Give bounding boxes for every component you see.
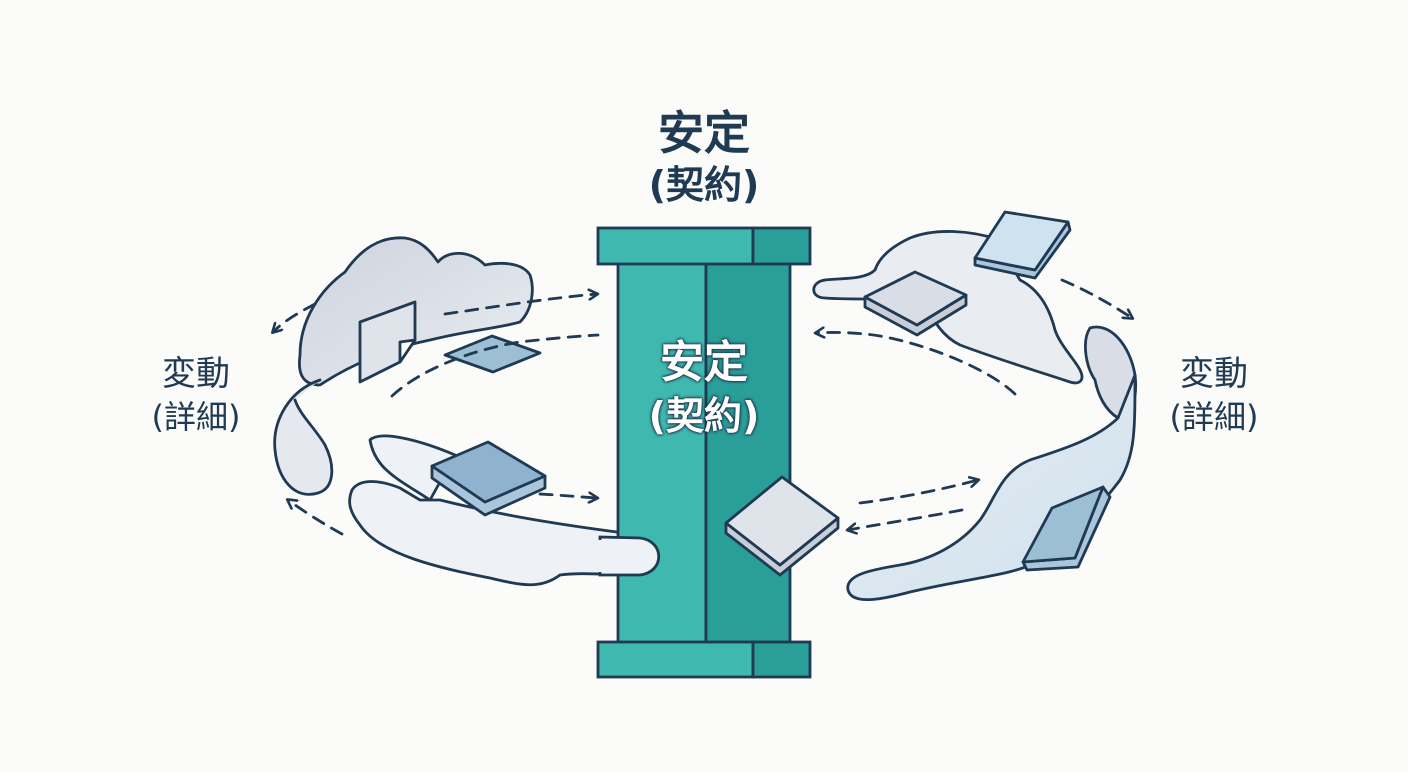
arrow-to-pillar-lower bbox=[538, 494, 597, 498]
right-top-tile-top bbox=[973, 210, 1070, 272]
pillar-base-left bbox=[596, 640, 755, 679]
right-lower-ribbon bbox=[846, 373, 1137, 602]
left-variable-subtitle: (詳細) bbox=[151, 398, 241, 436]
arrow-to-pillar-right-upper bbox=[816, 332, 1017, 396]
left-flow-tip bbox=[598, 535, 661, 577]
left-variable-title: 変動 bbox=[162, 354, 230, 394]
left-dashed-arrows bbox=[273, 294, 600, 536]
pillar-shaft-right bbox=[704, 260, 792, 646]
stable-title: 安定 bbox=[658, 106, 750, 160]
pillar-title: 安定 bbox=[660, 337, 748, 388]
dashed-arc-left bbox=[390, 333, 600, 398]
arrow-to-pillar-upper bbox=[443, 294, 597, 316]
note-fold bbox=[398, 338, 417, 364]
pillar-shaft-left bbox=[616, 260, 708, 646]
pillar-subtitle: (契約) bbox=[648, 394, 760, 438]
arrow-right-upper-out bbox=[1060, 278, 1132, 318]
arrow-left-lower-out bbox=[288, 500, 344, 536]
left-3d-tile-top bbox=[430, 440, 547, 504]
pillar-base-right bbox=[751, 640, 812, 679]
right-flowing-ribbon bbox=[812, 210, 1138, 602]
flat-diamond-tile bbox=[443, 334, 542, 374]
right-variable-title: 変動 bbox=[1180, 354, 1248, 394]
stable-subtitle: (契約) bbox=[648, 163, 760, 207]
arrow-to-pillar-right-lower bbox=[848, 508, 964, 530]
stable-pillar bbox=[596, 226, 812, 679]
right-mid-tile-top bbox=[863, 270, 968, 327]
arrow-left-upper-out bbox=[273, 302, 317, 332]
pillar-capital-right bbox=[751, 226, 812, 266]
arrow-right-mid-out bbox=[858, 480, 978, 505]
left-flowing-ribbon bbox=[273, 236, 661, 587]
right-variable-subtitle: (詳細) bbox=[1169, 398, 1259, 436]
right-dashed-arrows bbox=[816, 278, 1132, 530]
left-ribbon-curl bbox=[273, 378, 334, 496]
pillar-3d-tile bbox=[724, 475, 840, 577]
right-bottom-tile-top bbox=[1021, 485, 1105, 564]
pillar-capital-left bbox=[596, 226, 755, 266]
